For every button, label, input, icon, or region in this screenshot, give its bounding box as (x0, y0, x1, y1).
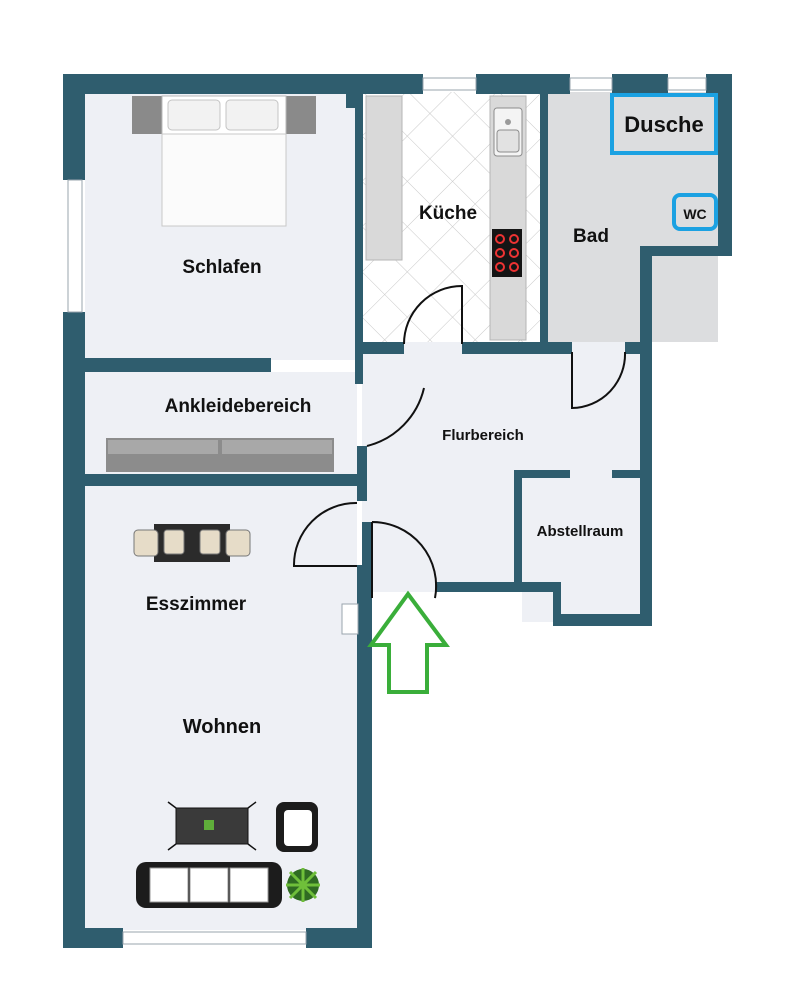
label-ankleide: Ankleidebereich (165, 396, 312, 417)
label-bad: Bad (573, 226, 609, 247)
wall-bed-kitchen-upper (355, 92, 363, 242)
door-kitchen (403, 284, 463, 345)
wall-abstell-left (514, 470, 522, 585)
cooktop-icon (492, 229, 522, 277)
label-kueche: Küche (419, 203, 477, 224)
windows (67, 77, 707, 945)
wall-bottom-left (63, 928, 123, 948)
wall-abstell-bottom (553, 614, 652, 626)
wall-kitchen-bottom-right (462, 342, 572, 354)
label-flur: Flurbereich (442, 427, 524, 444)
wall-corridor-left (357, 446, 367, 501)
wall-small-post (346, 94, 356, 108)
wc-frame (672, 193, 718, 231)
wall-left-lower (63, 312, 85, 948)
wall-bath-bottom (625, 342, 652, 354)
window-top-bath1 (569, 77, 613, 91)
door-dining (292, 501, 358, 567)
window-bottom (122, 931, 307, 945)
wall-top-mid2 (612, 74, 668, 94)
dusche-frame (610, 93, 718, 155)
wall-kitchen-bath (540, 92, 548, 352)
wall-left-upper (63, 74, 85, 180)
label-schlafen: Schlafen (182, 257, 261, 278)
wall-living-top (85, 474, 367, 486)
dining-table-icon (133, 524, 251, 562)
floor-abstell (522, 475, 640, 622)
label-abstell: Abstellraum (537, 523, 624, 540)
armchair-icon (276, 802, 318, 852)
coffee-table-icon (167, 801, 257, 851)
window-living-side (341, 603, 359, 635)
window-top-bath2 (667, 77, 707, 91)
kitchen-sink-icon (493, 107, 523, 157)
double-bed-icon (132, 95, 316, 227)
window-left (67, 179, 83, 313)
wall-right-bath (718, 74, 732, 256)
wall-top-left (63, 74, 423, 94)
door-entrance (371, 520, 438, 599)
window-top-kitchen (422, 77, 477, 91)
wall-ankleide-top (85, 358, 271, 372)
wall-abstell-top-right (612, 470, 652, 478)
sofa-icon (136, 862, 282, 908)
wardrobe-icon (106, 438, 334, 472)
wall-entrance-left (362, 522, 372, 598)
wall-kitchen-bottom-left (362, 342, 404, 354)
wall-right-flur (640, 246, 652, 624)
label-wc: WC (683, 206, 706, 222)
wall-abstell-left-lower (553, 585, 561, 625)
wall-flur-bottom (435, 582, 561, 592)
kitchen-fixtures (365, 95, 527, 341)
kitchen-counter-left (365, 95, 403, 261)
label-wohnen: Wohnen (183, 716, 262, 738)
wall-top-mid (476, 74, 570, 94)
wall-living-right (357, 565, 372, 945)
wall-bath-bottom-right (640, 246, 732, 256)
doors (292, 284, 627, 599)
entrance-arrow-icon (367, 590, 450, 694)
floor-bad (548, 92, 718, 342)
label-esszimmer: Esszimmer (146, 594, 247, 615)
label-dusche: Dusche (624, 112, 703, 137)
walls (63, 74, 732, 948)
plant-icon (286, 868, 320, 902)
door-bath (571, 351, 627, 410)
wall-bottom-right (306, 928, 372, 948)
wall-bed-kitchen-lower (355, 242, 363, 384)
wall-abstell-top-left (514, 470, 570, 478)
